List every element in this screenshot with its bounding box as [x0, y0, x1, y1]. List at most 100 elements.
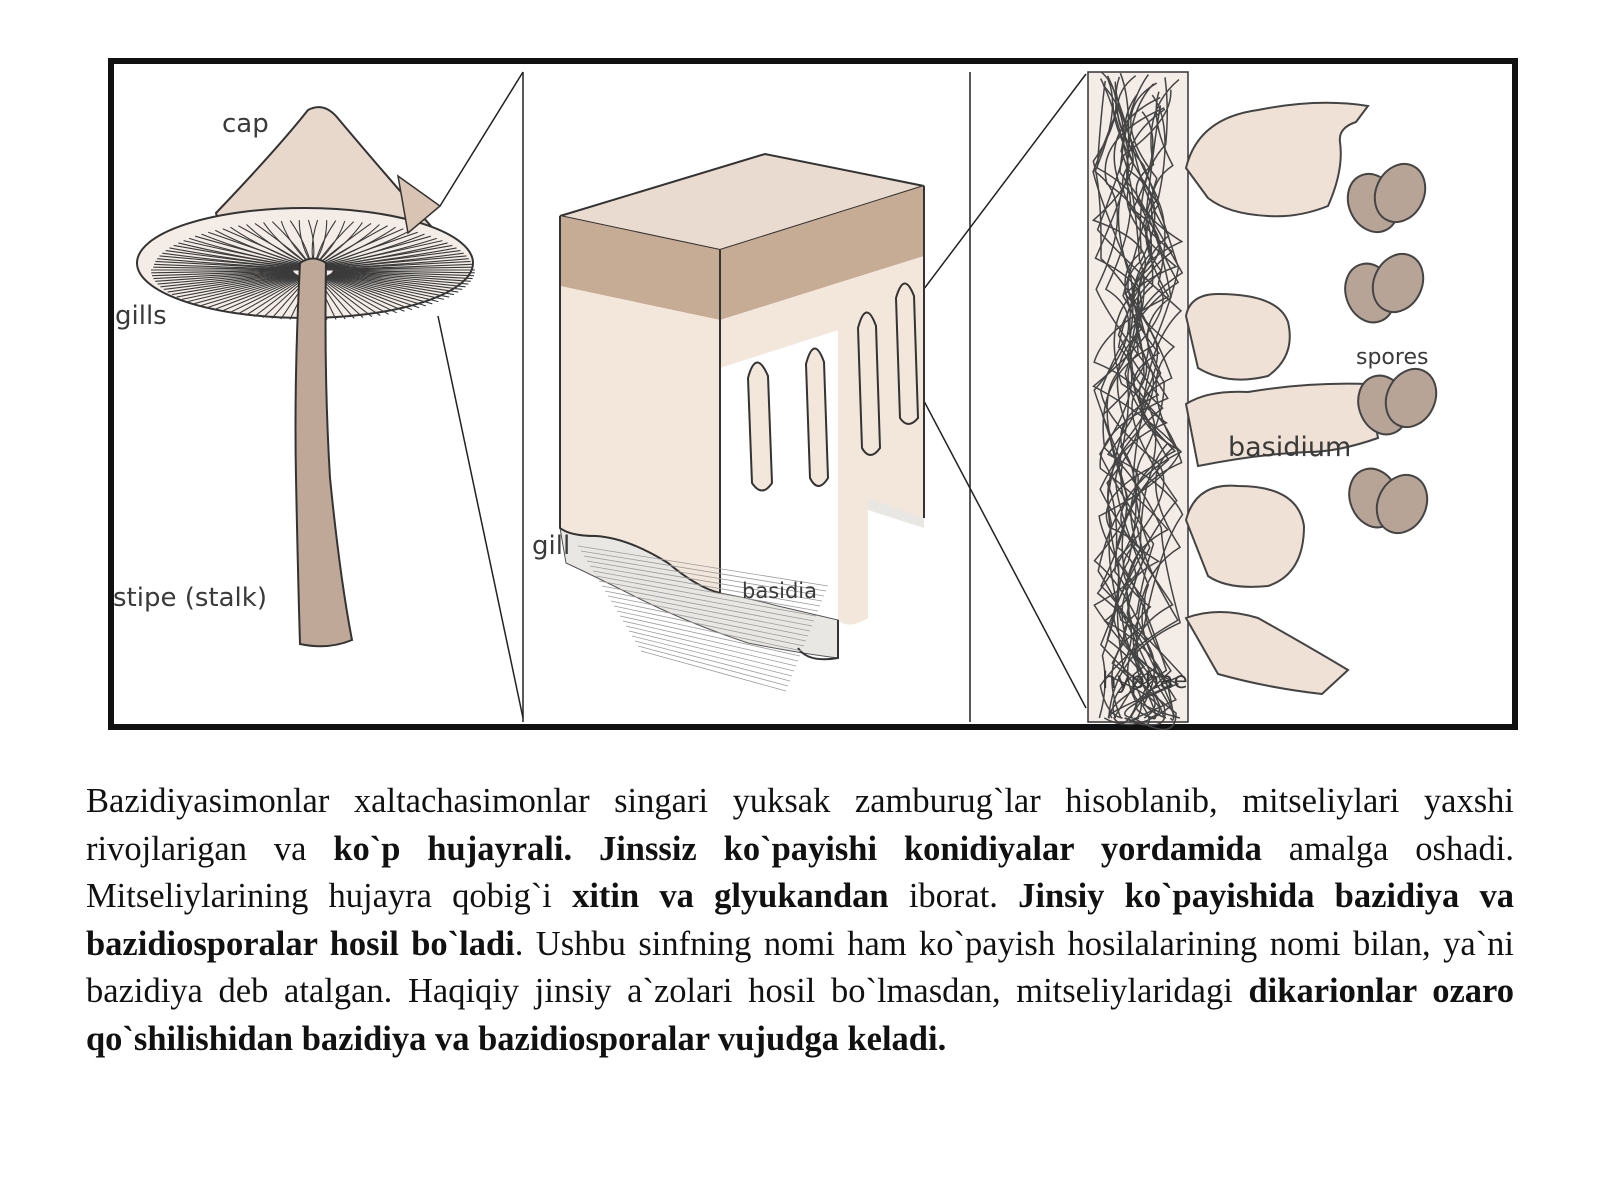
zoom-line-2-top — [895, 73, 1087, 327]
gill-line — [221, 276, 302, 312]
hypha-thread — [1094, 79, 1156, 719]
gill-line — [181, 274, 297, 300]
hatch-line — [631, 635, 793, 677]
gill-line — [321, 276, 381, 316]
gill-line — [169, 247, 301, 268]
gill-line — [327, 274, 433, 305]
gill-line — [201, 233, 304, 267]
gill-line — [152, 270, 294, 277]
gill-line — [326, 266, 473, 271]
hatch-line — [577, 545, 829, 587]
zoom-line-bottom — [437, 315, 524, 719]
gill-line — [188, 237, 303, 267]
gill-slot-2 — [804, 347, 830, 487]
hatch-line — [598, 580, 815, 622]
hatch-line — [607, 595, 809, 637]
gill-line — [154, 263, 300, 270]
hatch-line — [592, 570, 819, 612]
gill-line — [193, 274, 299, 305]
label-stipe: stipe (stalk) — [113, 583, 267, 613]
basidium-cell-5 — [1184, 611, 1350, 696]
hatch-line — [601, 585, 813, 627]
diagram-svg: cap gills stipe (stalk) — [108, 58, 1518, 730]
hypha-thread — [1113, 83, 1183, 719]
gill-line — [162, 252, 300, 269]
gill-line — [237, 276, 304, 315]
label-spores: spores — [1356, 345, 1428, 370]
hatch-line — [622, 620, 799, 662]
block-side-band — [720, 186, 924, 320]
gill-line — [325, 275, 413, 311]
gill-line — [326, 260, 471, 270]
gill-line — [215, 229, 305, 266]
gill-line — [178, 242, 302, 268]
caption-text-3: iborat. — [888, 877, 1019, 915]
spore-8 — [1375, 473, 1429, 535]
gill-line — [325, 275, 420, 309]
gill-line — [176, 273, 297, 298]
zoom-line-2-bottom — [895, 347, 1087, 709]
hypha-thread — [1106, 75, 1177, 726]
description-paragraph: Bazidiyasimonlar xaltachasimonlar singar… — [86, 778, 1514, 1063]
hypha-thread — [1091, 76, 1182, 723]
label-hyphae: hyphae — [1102, 668, 1188, 694]
hatch-line — [625, 625, 797, 667]
gill-line — [332, 271, 469, 285]
hypha-thread — [1107, 77, 1169, 726]
block-front-body — [560, 286, 720, 593]
gill-line — [323, 276, 397, 314]
gill-line — [230, 226, 306, 266]
label-basidia: basidia — [742, 579, 817, 603]
label-gill: gill — [532, 531, 570, 561]
basidium-cell-1 — [1184, 101, 1370, 218]
hatch-line — [583, 555, 825, 597]
spore-2 — [1373, 162, 1427, 224]
mushroom-illustration: cap gills stipe (stalk) — [113, 71, 524, 719]
caption-text-2: amalga oshadi. Mitseliylarining hujayra … — [86, 829, 1514, 916]
gill-line — [328, 274, 439, 303]
gill-line — [329, 274, 445, 300]
gill-slot-1 — [746, 361, 774, 492]
hatch-line — [634, 640, 791, 682]
gill-line — [157, 271, 294, 285]
spore-6 — [1384, 367, 1438, 429]
basidiomycete-structure-diagram: cap gills stipe (stalk) — [108, 58, 1518, 730]
hatch-line — [613, 605, 805, 647]
hatch-line — [619, 615, 801, 657]
gill-line — [171, 273, 296, 296]
gill-line — [322, 276, 389, 315]
gill-line — [324, 276, 405, 312]
gill-line — [229, 276, 303, 314]
spore-4 — [1371, 252, 1425, 314]
basidia-hatch-lines — [577, 545, 829, 692]
gill-slot-4 — [894, 282, 920, 425]
gill-line — [163, 272, 295, 291]
block-front-band — [560, 216, 720, 320]
hatch-line — [637, 645, 789, 687]
gill-line — [206, 275, 301, 309]
gill-line — [330, 273, 455, 296]
hatch-line — [616, 610, 803, 652]
gill-slot-3 — [856, 311, 882, 456]
gill-line — [332, 270, 474, 277]
gill-line — [153, 270, 294, 280]
gill-line — [213, 275, 301, 311]
hatch-line — [640, 650, 787, 692]
gill-line — [246, 224, 308, 266]
gill-line — [157, 258, 300, 270]
hatch-line — [604, 590, 811, 632]
basidium-cell-3 — [1184, 382, 1380, 468]
gill-line — [324, 240, 443, 268]
label-basidium: basidium — [1228, 432, 1351, 463]
gill-line — [320, 228, 404, 266]
gill-cross-section: gill basidia — [532, 73, 1087, 709]
hypha-thread — [1102, 75, 1182, 719]
caption-bold-4: dikarionlar ozaro qo`shilishidan bazidiy… — [86, 972, 1514, 1058]
gill-line — [331, 272, 463, 291]
basidia-layer-side — [868, 498, 924, 528]
gill-line — [325, 249, 461, 269]
hatch-line — [628, 630, 795, 672]
hatch-line — [580, 550, 827, 592]
gill-line — [325, 244, 453, 268]
gill-line — [151, 269, 294, 274]
